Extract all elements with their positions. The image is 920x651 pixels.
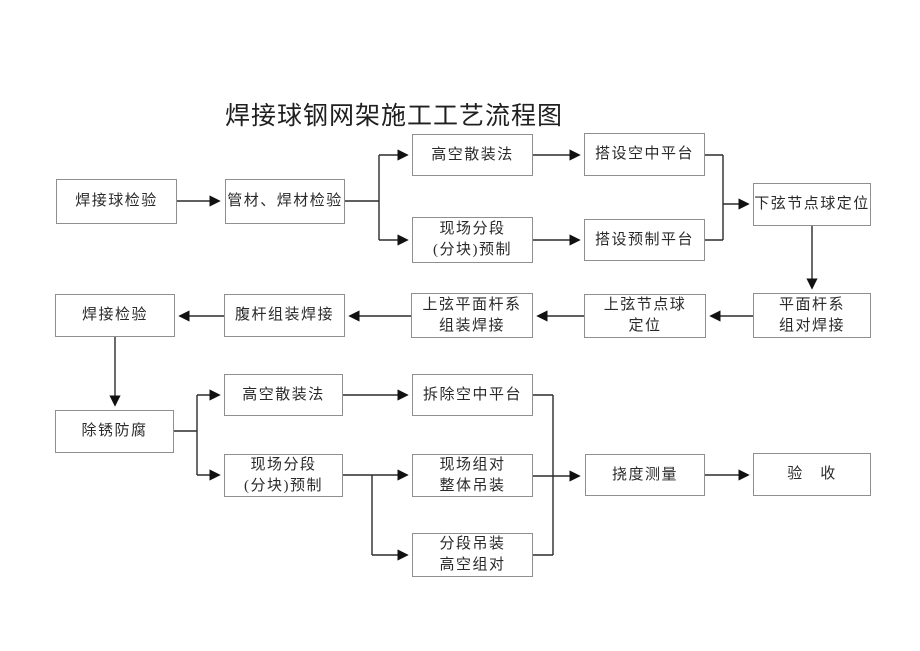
node-upper-chord-node-ball-positioning: 上弦节点球 定位: [584, 294, 706, 338]
node-welding-inspection: 焊接检验: [55, 294, 175, 337]
node-site-assembly-whole-hoisting: 现场组对 整体吊装: [412, 454, 533, 497]
node-dismantle-aerial-platform: 拆除空中平台: [412, 374, 533, 416]
node-high-altitude-bulk-method-bottom: 高空散装法: [224, 374, 343, 416]
node-upper-chord-plane-rod-assembly-welding: 上弦平面杆系 组装焊接: [411, 293, 533, 338]
node-acceptance: 验 收: [753, 453, 871, 496]
node-pipe-weld-material-inspection: 管材、焊材检验: [225, 179, 345, 224]
node-weld-ball-inspection: 焊接球检验: [56, 179, 177, 224]
node-derust-anticorrosion: 除锈防腐: [55, 410, 174, 453]
node-plane-rod-system-pair-welding: 平面杆系 组对焊接: [753, 293, 871, 338]
node-site-segment-prefab-top: 现场分段 (分块)预制: [412, 217, 533, 263]
node-erect-prefab-platform: 搭设预制平台: [584, 219, 705, 261]
node-high-altitude-bulk-method-top: 高空散装法: [412, 134, 533, 176]
node-site-segment-prefab-bottom: 现场分段 (分块)预制: [224, 454, 343, 497]
node-deflection-measurement: 挠度测量: [585, 454, 705, 496]
page-title: 焊接球钢网架施工工艺流程图: [225, 103, 564, 130]
node-web-rod-assembly-welding: 腹杆组装焊接: [224, 294, 345, 337]
node-lower-chord-node-ball-positioning: 下弦节点球定位: [753, 183, 871, 226]
node-segment-hoisting-high-altitude-assembly: 分段吊装 高空组对: [412, 533, 533, 577]
node-erect-aerial-platform: 搭设空中平台: [584, 133, 705, 176]
